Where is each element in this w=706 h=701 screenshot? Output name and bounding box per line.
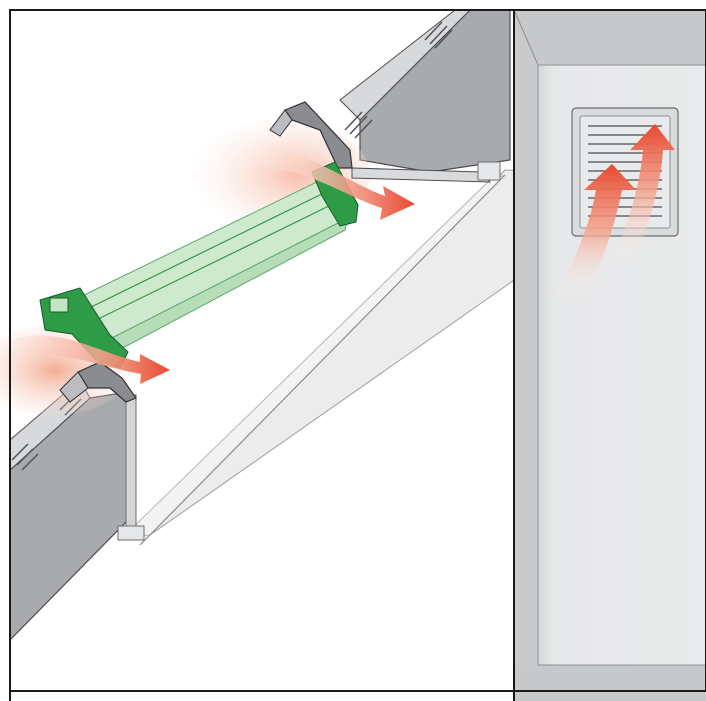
wall-floor-band <box>514 665 706 701</box>
lining-post <box>125 394 137 541</box>
insulation-upper <box>344 21 453 139</box>
wall-section <box>513 9 706 701</box>
ventilation-grille <box>571 107 679 237</box>
arrow-lower-right <box>10 335 170 384</box>
arrow-grille-left <box>556 164 636 298</box>
arrow-grille-right <box>612 124 675 262</box>
wall-top-band <box>514 10 706 65</box>
upper-flashing-bracket <box>269 101 501 183</box>
roof-section <box>0 9 701 642</box>
roof-window-sash-open <box>39 161 359 369</box>
arrow-upper-right <box>230 148 415 220</box>
slope-edge <box>139 174 506 546</box>
wall-side <box>513 9 539 692</box>
lining-foot <box>117 525 145 541</box>
